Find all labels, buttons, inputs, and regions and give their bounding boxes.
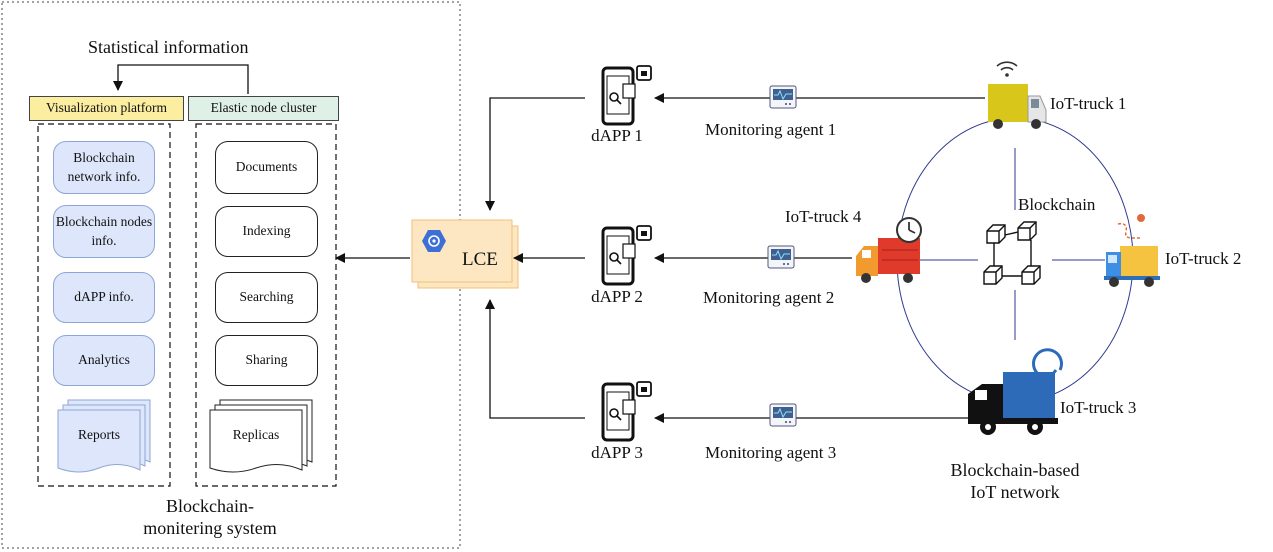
dapp3-label: dAPP 3: [591, 443, 643, 462]
visualization-platform-header: Visualization platform: [29, 96, 184, 121]
elastic-item-sharing: Sharing: [215, 335, 318, 386]
elastic-node-cluster-header: Elastic node cluster: [188, 96, 339, 121]
dapp3-to-lce-arrow: [485, 299, 585, 419]
elastic-item-replicas: Replicas: [232, 426, 280, 442]
elastic-item-indexing: Indexing: [215, 206, 318, 257]
elastic-item-searching: Searching: [215, 272, 318, 323]
network-caption-line2: IoT network: [970, 482, 1060, 502]
iot-truck-2-icon: [1104, 214, 1160, 287]
iot-truck-2-label: IoT-truck 2: [1165, 249, 1242, 268]
dapp3-phone-icon: [601, 381, 652, 442]
monitoring-agent1-label: Monitoring agent 1: [705, 120, 837, 139]
dapp1-to-lce-arrow: [485, 97, 585, 211]
elastic-column: [195, 123, 337, 487]
statistical-info-arrow: [113, 64, 249, 94]
network-caption-line1: Blockchain-based: [950, 460, 1080, 480]
replicas-doc-shape: [209, 399, 313, 473]
dapp2-label: dAPP 2: [591, 287, 643, 306]
elastic-item-documents: Documents: [215, 141, 318, 194]
monitoring-caption-line1: Blockchain-: [166, 496, 254, 516]
dapp2-phone-icon: [601, 225, 652, 286]
iot-truck-1-label: IoT-truck 1: [1050, 94, 1127, 113]
viz-item-nodes-info: Blockchain nodes info.: [53, 205, 155, 258]
statistical-info-label: Statistical information: [88, 37, 249, 57]
iot-truck-3-icon: [968, 348, 1063, 435]
monitoring-agent3-label: Monitoring agent 3: [705, 443, 837, 462]
viz-item-analytics: Analytics: [53, 335, 155, 386]
agent1-monitor-icon: [769, 85, 797, 109]
agent2-monitor-icon: [767, 245, 795, 269]
agent3-monitor-icon: [769, 403, 797, 427]
viz-item-dapp-info: dAPP info.: [53, 272, 155, 323]
iot-truck-4-label: IoT-truck 4: [785, 207, 862, 226]
iot-truck-1-icon: [988, 61, 1047, 129]
lce-label: LCE: [462, 249, 498, 270]
iot-truck-4-icon: [856, 217, 922, 283]
blockchain-cubes-icon: [983, 221, 1041, 285]
monitoring-agent2-label: Monitoring agent 2: [703, 288, 835, 307]
reports-doc-shape: [57, 399, 151, 473]
dapp1-label: dAPP 1: [591, 126, 643, 145]
lce-hexagon-icon: [422, 230, 446, 252]
dapp1-phone-icon: [601, 65, 652, 126]
visualization-column: [37, 123, 171, 487]
iot-truck-3-label: IoT-truck 3: [1060, 398, 1137, 417]
monitoring-caption-line2: monitering system: [143, 518, 277, 538]
blockchain-label: Blockchain: [1018, 195, 1096, 214]
viz-item-reports: Reports: [78, 426, 120, 442]
viz-item-network-info: Blockchain network info.: [53, 141, 155, 194]
